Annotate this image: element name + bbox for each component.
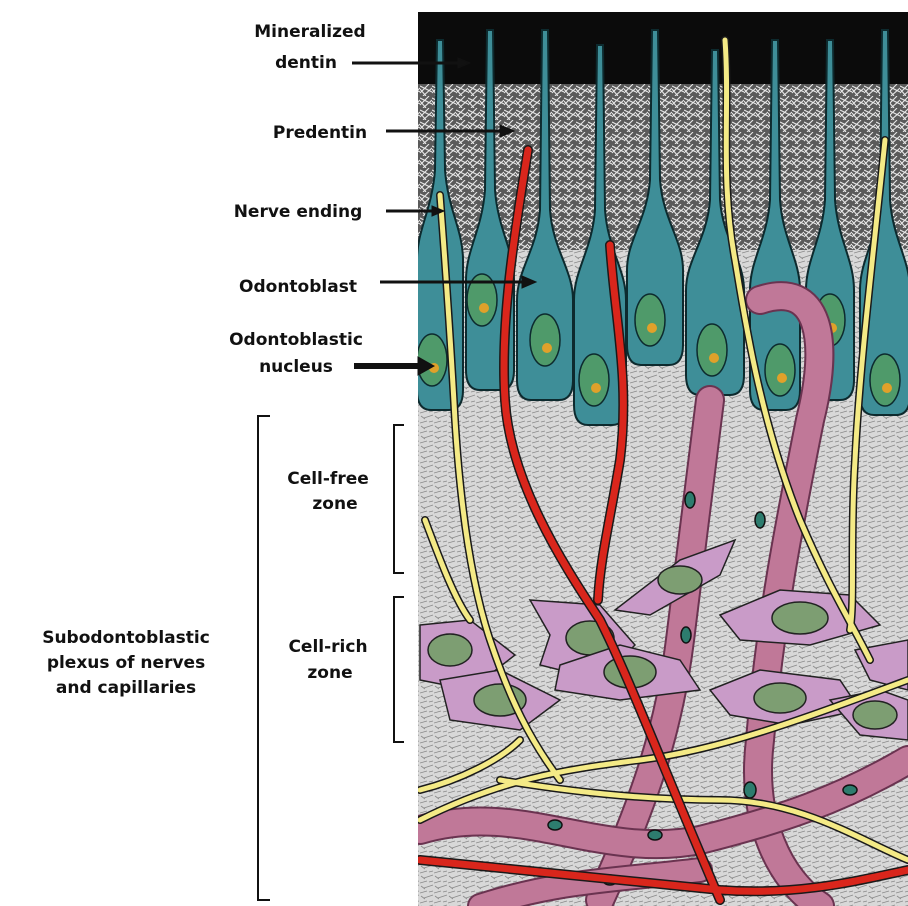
fibroblast-nucleus <box>754 683 806 713</box>
capillary-nucleus <box>548 820 562 830</box>
label-cellfree-line2: zone <box>312 494 357 514</box>
capillary-nucleus <box>685 492 695 508</box>
nucleolus <box>647 323 657 333</box>
labels: Mineralized dentin Predentin Nerve endin… <box>42 22 369 698</box>
label-cellrich-line1: Cell-rich <box>288 637 367 657</box>
odontoblastic-nucleus <box>635 294 665 346</box>
capillary-nucleus <box>744 782 756 798</box>
label-plexus-line2: plexus of nerves <box>47 653 205 673</box>
nucleolus <box>479 303 489 313</box>
label-odontoblast: Odontoblast <box>239 277 357 297</box>
bracket-plexus <box>258 416 270 900</box>
fibroblast-nucleus <box>772 602 828 634</box>
label-nucleus-line2: nucleus <box>259 357 333 377</box>
nucleolus <box>777 373 787 383</box>
odontoblastic-nucleus <box>579 354 609 406</box>
bracket-cell-rich-zone <box>394 597 404 742</box>
fibroblast-nucleus <box>853 701 897 729</box>
odontoblastic-nucleus <box>870 354 900 406</box>
fibroblast-nucleus <box>658 566 702 594</box>
label-nucleus-line1: Odontoblastic <box>229 330 363 350</box>
odontoblastic-nucleus <box>697 324 727 376</box>
bracket-cell-free-zone <box>394 425 404 573</box>
label-nerve-ending: Nerve ending <box>234 202 363 222</box>
nucleolus <box>882 383 892 393</box>
label-plexus-line1: Subodontoblastic <box>42 628 210 648</box>
nucleolus <box>709 353 719 363</box>
label-mineralized-line2: dentin <box>275 53 337 73</box>
capillary-nucleus <box>648 830 662 840</box>
odontoblastic-nucleus <box>530 314 560 366</box>
illustration-panel <box>417 12 908 906</box>
odontoblastic-nucleus <box>765 344 795 396</box>
capillary-nucleus <box>755 512 765 528</box>
capillary-nucleus <box>681 627 691 643</box>
label-plexus-line3: and capillaries <box>56 678 196 698</box>
nucleolus <box>591 383 601 393</box>
nucleolus <box>542 343 552 353</box>
fibroblast-nucleus <box>428 634 472 666</box>
label-mineralized-line1: Mineralized <box>254 22 365 42</box>
label-predentin: Predentin <box>273 123 367 143</box>
label-cellrich-line2: zone <box>307 663 352 683</box>
capillary-nucleus <box>843 785 857 795</box>
label-cellfree-line1: Cell-free <box>287 469 369 489</box>
